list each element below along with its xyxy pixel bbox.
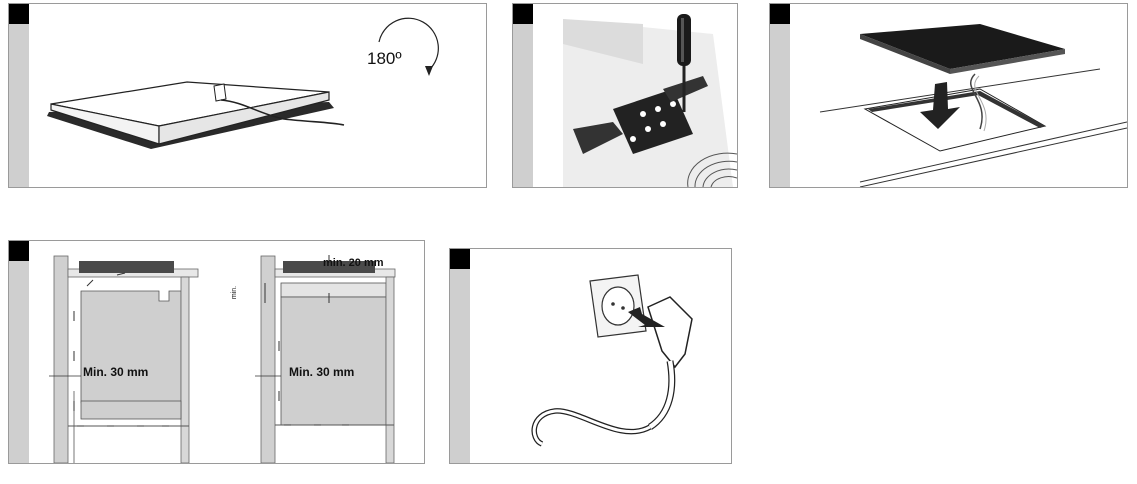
- top-clearance-label: min. 20 mm: [323, 257, 384, 269]
- step-panel-clearances: Min. 30 mm Min. 30 mm min. 20 mm min.: [8, 240, 425, 464]
- step-marker: [9, 4, 29, 24]
- screw-bracket-illustration: [563, 14, 737, 187]
- step-marker: [9, 241, 29, 261]
- step-strip: [9, 241, 29, 463]
- step-strip: [770, 4, 790, 187]
- rotation-label: 180º: [367, 49, 402, 68]
- step-strip: [513, 4, 533, 187]
- clearance-illustration: [49, 255, 396, 463]
- step-panel-plug-in: [449, 248, 732, 464]
- vertical-clearance-label: min.: [231, 285, 239, 300]
- side-clearance-left-label: Min. 30 mm: [83, 365, 149, 379]
- flip-hob-illustration: [47, 17, 439, 149]
- side-clearance-right-label: Min. 30 mm: [289, 365, 355, 379]
- step-strip: [9, 4, 29, 187]
- insert-hob-illustration: [819, 24, 1127, 187]
- step-panel-flip-hob: 180º: [8, 3, 487, 188]
- step-marker: [513, 4, 533, 24]
- plug-in-illustration: [531, 274, 693, 447]
- step-panel-insert-hob: [769, 3, 1128, 188]
- step-marker: [770, 4, 790, 24]
- step-strip: [450, 249, 470, 463]
- rotate-arrow: [378, 17, 439, 71]
- step-panel-screw-bracket: [512, 3, 738, 188]
- step-marker: [450, 249, 470, 269]
